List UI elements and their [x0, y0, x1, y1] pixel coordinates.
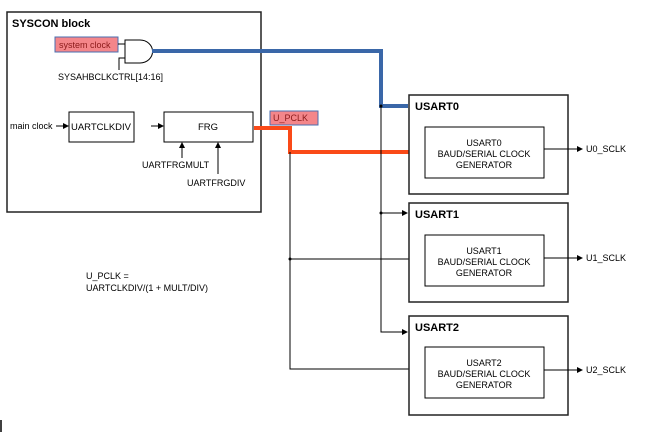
- usart2-generator: [424, 346, 545, 399]
- usart0-title: USART0: [415, 101, 459, 113]
- main-clock-label: main clock: [10, 121, 53, 131]
- usart2-gen-line2: BAUD/SERIAL CLOCK: [438, 369, 531, 379]
- u0-sclk-label: U0_SCLK: [586, 144, 626, 154]
- usart1-gen-line1: USART1: [466, 246, 501, 256]
- usart2-gen-line3: GENERATOR: [456, 380, 513, 390]
- system-clock-bus: [152, 49, 408, 108]
- u-pclk-label: U_PCLK: [273, 113, 308, 123]
- junction-dot: [379, 211, 383, 215]
- frgmult-label: UARTFRGMULT: [142, 160, 210, 170]
- usart2-gen-line1: USART2: [466, 358, 501, 368]
- usart1-generator: [424, 234, 545, 287]
- usart0-generator: [424, 126, 545, 179]
- usart2-title: USART2: [415, 322, 459, 334]
- and-gate-icon: [124, 39, 154, 64]
- usart2-block: USART2 USART2 BAUD/SERIAL CLOCK GENERATO…: [408, 315, 626, 416]
- usart0-gen-line2: BAUD/SERIAL CLOCK: [438, 149, 531, 159]
- usart1-title: USART1: [415, 209, 459, 221]
- system-clock-distribution-wire: [380, 106, 407, 333]
- uartclkdiv-block: [68, 111, 135, 143]
- formula-line2: UARTCLKDIV/(1 + MULT/DIV): [86, 283, 208, 293]
- frg-label: FRG: [198, 122, 218, 133]
- usart0-block: USART0 USART0 BAUD/SERIAL CLOCK GENERATO…: [408, 94, 626, 195]
- junction-dot: [288, 257, 292, 261]
- usart0-gen-line1: USART0: [466, 138, 501, 148]
- formula-line1: U_PCLK =: [86, 271, 129, 281]
- ahb-ctrl-label: SYSAHBCLKCTRL[14:16]: [58, 72, 163, 82]
- usart1-gen-line3: GENERATOR: [456, 268, 513, 278]
- frgdiv-label: UARTFRGDIV: [187, 178, 245, 188]
- u2-sclk-label: U2_SCLK: [586, 365, 626, 375]
- u-pclk-tag: [269, 110, 319, 126]
- syscon-title: SYSCON block: [12, 18, 91, 30]
- ahb-ctrl-wire: [118, 57, 125, 70]
- u-pclk-bus: [254, 126, 424, 154]
- frg-block: [163, 111, 254, 143]
- usart1-gen-line2: BAUD/SERIAL CLOCK: [438, 257, 531, 267]
- system-clock-label: system clock: [59, 40, 111, 50]
- uartclkdiv-label: UARTCLKDIV: [71, 122, 132, 133]
- junction-dot: [379, 104, 383, 108]
- usart1-block: USART1 USART1 BAUD/SERIAL CLOCK GENERATO…: [408, 202, 626, 303]
- usart0-gen-line3: GENERATOR: [456, 160, 513, 170]
- u1-sclk-label: U1_SCLK: [586, 253, 626, 263]
- u-pclk-distribution-wire: [289, 152, 424, 370]
